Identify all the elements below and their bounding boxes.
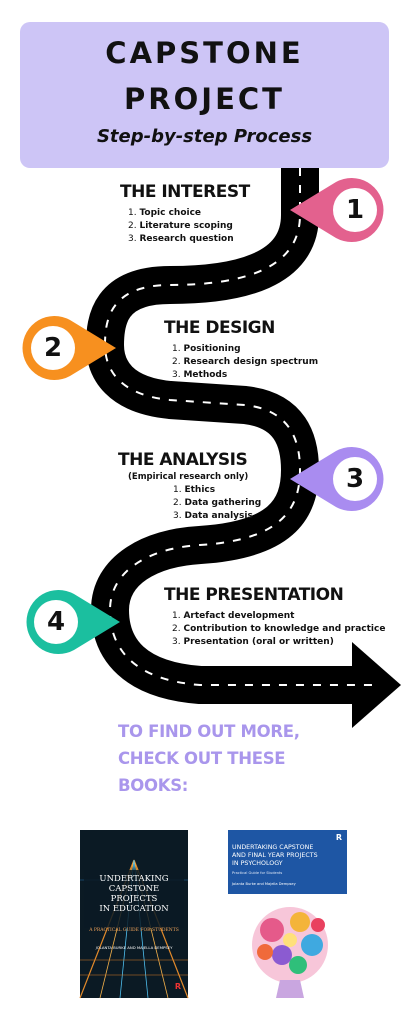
marker-1 xyxy=(290,177,384,242)
book2-title-band xyxy=(228,830,347,894)
marker-3-number: 3 xyxy=(345,464,365,494)
marker-4 xyxy=(26,590,120,654)
step-3-note: (Empirical research only) xyxy=(128,472,249,482)
marker-1-number: 1 xyxy=(345,195,365,225)
list-item: 2. Data gathering xyxy=(173,498,262,508)
header-banner: CAPSTONE PROJECT Step-by-step Process xyxy=(20,22,389,168)
header-title-line2: PROJECT xyxy=(124,82,285,116)
list-item: 2. Contribution to knowledge and practic… xyxy=(172,624,386,634)
publisher-logo-icon: R xyxy=(174,982,182,991)
book2-cover-art xyxy=(252,907,328,998)
find-out-more-text: TO FIND OUT MORE, CHECK OUT THESE BOOKS: xyxy=(118,718,338,799)
book2-subtitle: Practical Guide for Students xyxy=(232,871,283,875)
step-3-list: 1. Ethics 2. Data gathering 3. Data anal… xyxy=(173,484,261,523)
marker-2 xyxy=(22,315,116,380)
list-item: 3. Presentation (oral or written) xyxy=(172,637,334,647)
cta-line2: CHECK OUT THESE xyxy=(118,749,286,768)
road xyxy=(86,168,375,704)
book2-authors: Jolanta Burke and Majella Dempsey xyxy=(232,882,296,886)
list-item: 3. Data analysis xyxy=(173,511,253,521)
publisher-logo-icon: R xyxy=(335,833,343,842)
book1-authors: JOLANTA BURKE AND MAJELLA DEMPSEY xyxy=(95,945,173,950)
step-1-list: 1. Topic choice 2. Literature scoping 3.… xyxy=(128,207,234,246)
step-4-list: 1. Artefact development 2. Contribution … xyxy=(172,610,385,649)
header-title-line1: CAPSTONE xyxy=(105,36,304,70)
cta-line1: TO FIND OUT MORE, xyxy=(118,722,300,741)
book-cover-psychology[interactable]: R UNDERTAKING CAPSTONE AND FINAL YEAR PR… xyxy=(228,830,347,998)
book1-title: UNDERTAKING CAPSTONE PROJECTS IN EDUCATI… xyxy=(99,874,169,914)
list-item: 1. Positioning xyxy=(172,344,241,354)
cta-line3: BOOKS: xyxy=(118,776,189,795)
step-2-list: 1. Positioning 2. Research design spectr… xyxy=(172,343,318,382)
marker-4-number: 4 xyxy=(46,607,66,637)
book-cover-education[interactable]: UNDERTAKING CAPSTONE PROJECTS IN EDUCATI… xyxy=(80,830,188,998)
book1-subtitle: A PRACTICAL GUIDE FOR STUDENTS xyxy=(89,928,179,933)
step-3-title: THE ANALYSIS xyxy=(118,450,248,470)
list-item: 3. Methods xyxy=(172,370,228,380)
marker-2-number: 2 xyxy=(43,333,63,363)
header-subtitle: Step-by-step Process xyxy=(96,126,313,147)
step-4-title: THE PRESENTATION xyxy=(164,585,344,605)
step-2-title: THE DESIGN xyxy=(164,318,275,338)
list-item: 1. Ethics xyxy=(173,485,216,495)
road-arrowhead xyxy=(352,642,401,728)
list-item: 1. Topic choice xyxy=(128,208,202,218)
marker-3 xyxy=(290,446,384,511)
book2-title: UNDERTAKING CAPSTONE AND FINAL YEAR PROJ… xyxy=(232,844,318,867)
list-item: 2. Literature scoping xyxy=(128,221,233,231)
list-item: 1. Artefact development xyxy=(172,611,295,621)
book1-cover-art xyxy=(79,830,189,999)
list-item: 2. Research design spectrum xyxy=(172,357,319,367)
list-item: 3. Research question xyxy=(128,234,234,244)
step-1-title: THE INTEREST xyxy=(120,182,250,202)
